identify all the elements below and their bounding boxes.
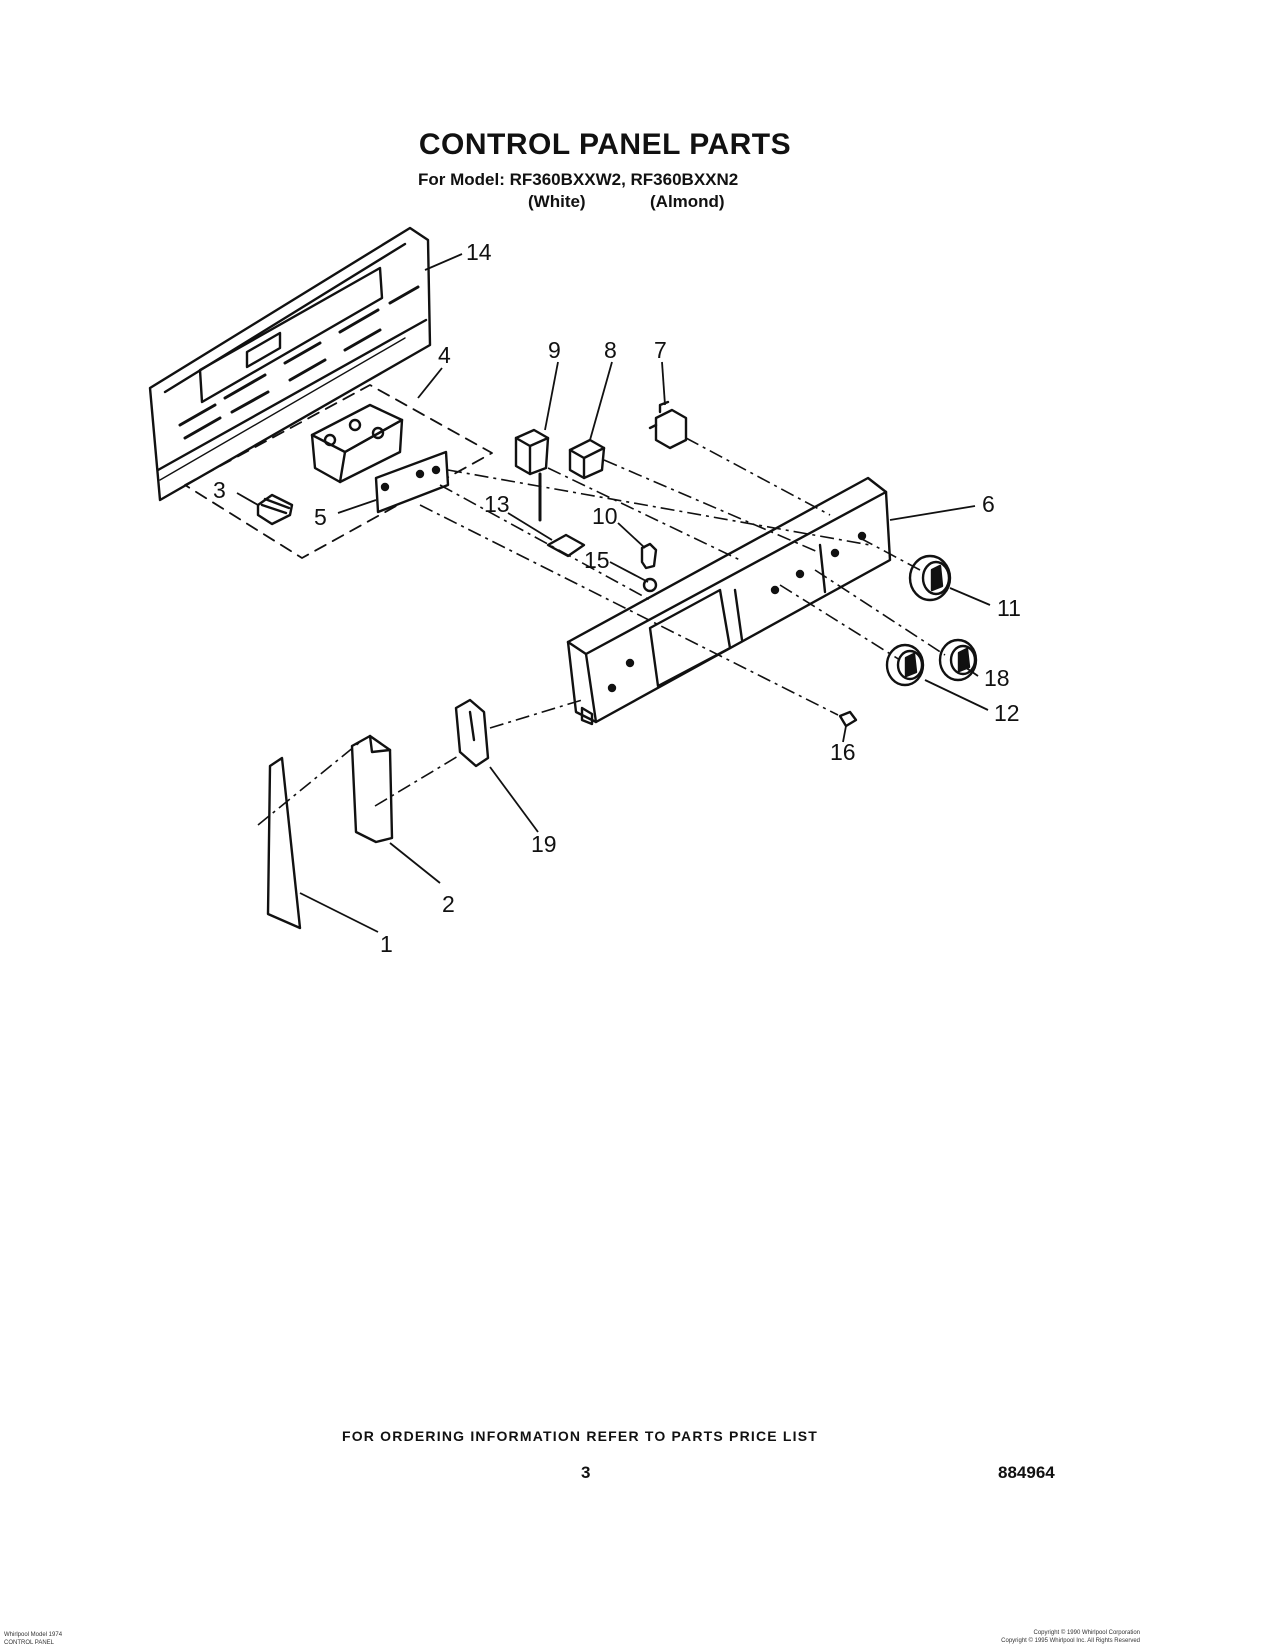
main-control-panel-part-6	[566, 476, 892, 726]
callout-14: 14	[466, 239, 492, 265]
switch-housing-part-4	[310, 403, 404, 484]
footer-left-line: CONTROL PANEL	[4, 1640, 55, 1646]
variant-white-label: (White)	[528, 192, 586, 211]
small-connector-part-3	[256, 493, 294, 526]
model-numbers: For Model: RF360BXXW2, RF360BXXN2	[418, 170, 739, 189]
button-part-16	[838, 710, 858, 728]
callout-9: 9	[548, 337, 561, 363]
footer-left-line: Whirlpool Model 1974	[4, 1632, 63, 1638]
copyright-line: Copyright © 1995 Whirlpool Inc. All Righ…	[1001, 1638, 1140, 1644]
callout-16: 16	[830, 739, 856, 765]
side-bracket-part-2	[350, 734, 394, 844]
rear-console-panel-part-14	[148, 226, 432, 502]
callout-15: 15	[584, 547, 610, 573]
callout-13: 13	[484, 491, 510, 517]
footer-copyright: Copyright © 1990 Whirlpool Corporation C…	[950, 1629, 1140, 1645]
callout-10: 10	[592, 503, 618, 529]
knob-part-12	[885, 643, 925, 687]
variant-almond-label: (Almond)	[650, 192, 725, 211]
switch-part-8	[568, 438, 606, 480]
document-number: 884964	[998, 1463, 1055, 1482]
switch-part-9	[514, 428, 550, 522]
knob-part-18	[938, 638, 978, 682]
callout-12: 12	[994, 700, 1020, 726]
switch-part-7	[648, 400, 688, 450]
callout-1: 1	[380, 931, 393, 957]
callout-3: 3	[213, 477, 226, 503]
callout-5: 5	[314, 504, 327, 530]
callout-19: 19	[531, 831, 557, 857]
footer-left-note: Whirlpool Model 1974 CONTROL PANEL	[4, 1631, 62, 1647]
clip-part-13	[546, 533, 586, 558]
callout-18: 18	[984, 665, 1010, 691]
callout-7: 7	[654, 337, 667, 363]
callout-8: 8	[604, 337, 617, 363]
mounting-plate-part-5	[374, 450, 450, 514]
switch-assembly-bounding-box	[184, 384, 493, 559]
callout-6: 6	[982, 491, 995, 517]
knob-part-11	[908, 554, 952, 602]
copyright-line: Copyright © 1990 Whirlpool Corporation	[1033, 1630, 1140, 1636]
page-number: 3	[581, 1463, 591, 1482]
callout-labels: 14 4 3 5 9 8 7 6 13 10 15 11 18 12 16 19…	[213, 239, 1021, 957]
callout-11: 11	[997, 595, 1021, 621]
lamp-part-10	[640, 542, 658, 570]
side-bracket-part-1	[266, 756, 302, 930]
page-title: CONTROL PANEL PARTS	[418, 128, 792, 161]
ordering-info-note: FOR ORDERING INFORMATION REFER TO PARTS …	[341, 1428, 819, 1444]
side-bracket-part-19	[454, 698, 490, 768]
callout-2: 2	[442, 891, 455, 917]
callout-4: 4	[438, 342, 451, 368]
